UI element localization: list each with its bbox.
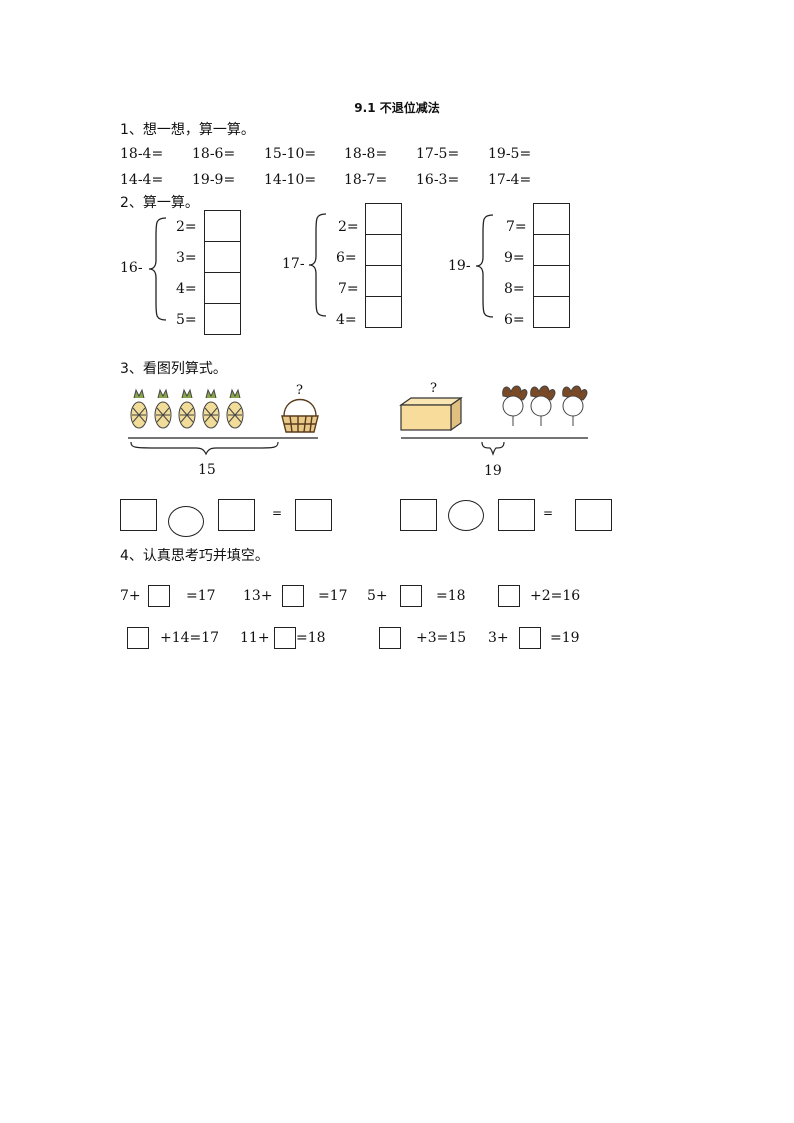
blank-box[interactable]: [498, 585, 520, 607]
problem: 16-3=: [416, 172, 460, 188]
answer-box[interactable]: [365, 265, 402, 297]
answer-box[interactable]: [533, 203, 570, 235]
answer-box[interactable]: [204, 272, 241, 304]
answer-box[interactable]: [533, 265, 570, 297]
subtrahend-label: 8=: [504, 281, 525, 297]
subtrahend-label: 7=: [506, 219, 527, 235]
page-title: 9.1 不退位减法: [354, 101, 440, 115]
equation-suffix: +3=15: [416, 630, 467, 646]
blank-box[interactable]: [379, 627, 401, 649]
equation-prefix: 7+: [120, 588, 141, 604]
subtrahend-label: 4=: [336, 312, 357, 328]
equation-suffix: =17: [186, 588, 216, 604]
equation-prefix: 3+: [488, 630, 509, 646]
question-mark: ?: [296, 383, 303, 398]
question-mark: ?: [430, 381, 437, 396]
equation-suffix: +2=16: [530, 588, 581, 604]
answer-box[interactable]: [295, 499, 332, 531]
bracket-icon: [481, 441, 505, 456]
blank-box[interactable]: [282, 585, 304, 607]
problem: 14-10=: [264, 172, 317, 188]
answer-box[interactable]: [365, 203, 402, 235]
problem: 18-4=: [120, 146, 164, 162]
subtrahend-label: 3=: [176, 250, 197, 266]
blank-box[interactable]: [400, 585, 422, 607]
equation-prefix: 5+: [367, 588, 388, 604]
answer-box[interactable]: [204, 210, 241, 242]
number-box[interactable]: [400, 499, 437, 531]
equation-prefix: 11+: [240, 630, 270, 646]
section-3-heading: 3、看图列算式。: [120, 361, 227, 377]
equation-suffix: =18: [436, 588, 466, 604]
box-icon: [399, 396, 463, 432]
problem: 17-4=: [488, 172, 532, 188]
number-box[interactable]: [120, 499, 157, 531]
answer-box[interactable]: [533, 296, 570, 328]
problem: 14-4=: [120, 172, 164, 188]
subtrahend-label: 6=: [336, 250, 357, 266]
subtrahend-label: 2=: [176, 219, 197, 235]
problem: 15-10=: [264, 146, 317, 162]
blank-box[interactable]: [127, 627, 149, 649]
answer-box[interactable]: [575, 499, 612, 531]
subtrahend-label: 5=: [176, 312, 197, 328]
number-box[interactable]: [498, 499, 535, 531]
equation-suffix: =19: [550, 630, 580, 646]
radish-icon: [502, 385, 588, 426]
equation-suffix: +14=17: [160, 630, 220, 646]
bracket-icon: [130, 441, 279, 456]
blank-box[interactable]: [274, 627, 296, 649]
subtrahend-label: 9=: [504, 250, 525, 266]
answer-box[interactable]: [365, 234, 402, 266]
problem: 18-6=: [192, 146, 236, 162]
operator-circle[interactable]: [168, 506, 204, 537]
pineapple-icon: [130, 388, 244, 429]
answer-box[interactable]: [204, 241, 241, 273]
total-label: 19: [484, 463, 502, 479]
minuend-label: 17-: [282, 256, 305, 272]
radish-picture: [399, 385, 588, 456]
section-2-heading: 2、算一算。: [120, 195, 199, 211]
operator-circle[interactable]: [448, 500, 484, 531]
equation-suffix: =17: [318, 588, 348, 604]
equals-sign: =: [272, 506, 283, 520]
blank-box[interactable]: [519, 627, 541, 649]
pineapple-picture: [128, 388, 319, 456]
section-4-heading: 4、认真思考巧并填空。: [120, 548, 269, 564]
equation-prefix: 13+: [243, 588, 273, 604]
curly-brace-icon: [308, 213, 327, 317]
answer-box[interactable]: [365, 296, 402, 328]
curly-brace-icon: [475, 214, 494, 318]
problem: 18-7=: [344, 172, 388, 188]
blank-box[interactable]: [148, 585, 170, 607]
minuend-label: 16-: [120, 260, 143, 276]
subtrahend-label: 6=: [504, 312, 525, 328]
basket-icon: [281, 399, 319, 433]
section-1-heading: 1、想一想，算一算。: [120, 122, 255, 138]
answer-box[interactable]: [204, 303, 241, 335]
total-label: 15: [198, 462, 216, 478]
equation-suffix: =18: [296, 630, 326, 646]
curly-brace-icon: [148, 217, 167, 321]
equals-sign: =: [543, 506, 554, 520]
subtrahend-label: 4=: [176, 281, 197, 297]
problem: 19-9=: [192, 172, 236, 188]
subtrahend-label: 2=: [338, 219, 359, 235]
minuend-label: 19-: [448, 258, 471, 274]
problem: 17-5=: [416, 146, 460, 162]
subtrahend-label: 7=: [338, 281, 359, 297]
number-box[interactable]: [218, 499, 255, 531]
problem: 19-5=: [488, 146, 532, 162]
answer-box[interactable]: [533, 234, 570, 266]
problem: 18-8=: [344, 146, 388, 162]
